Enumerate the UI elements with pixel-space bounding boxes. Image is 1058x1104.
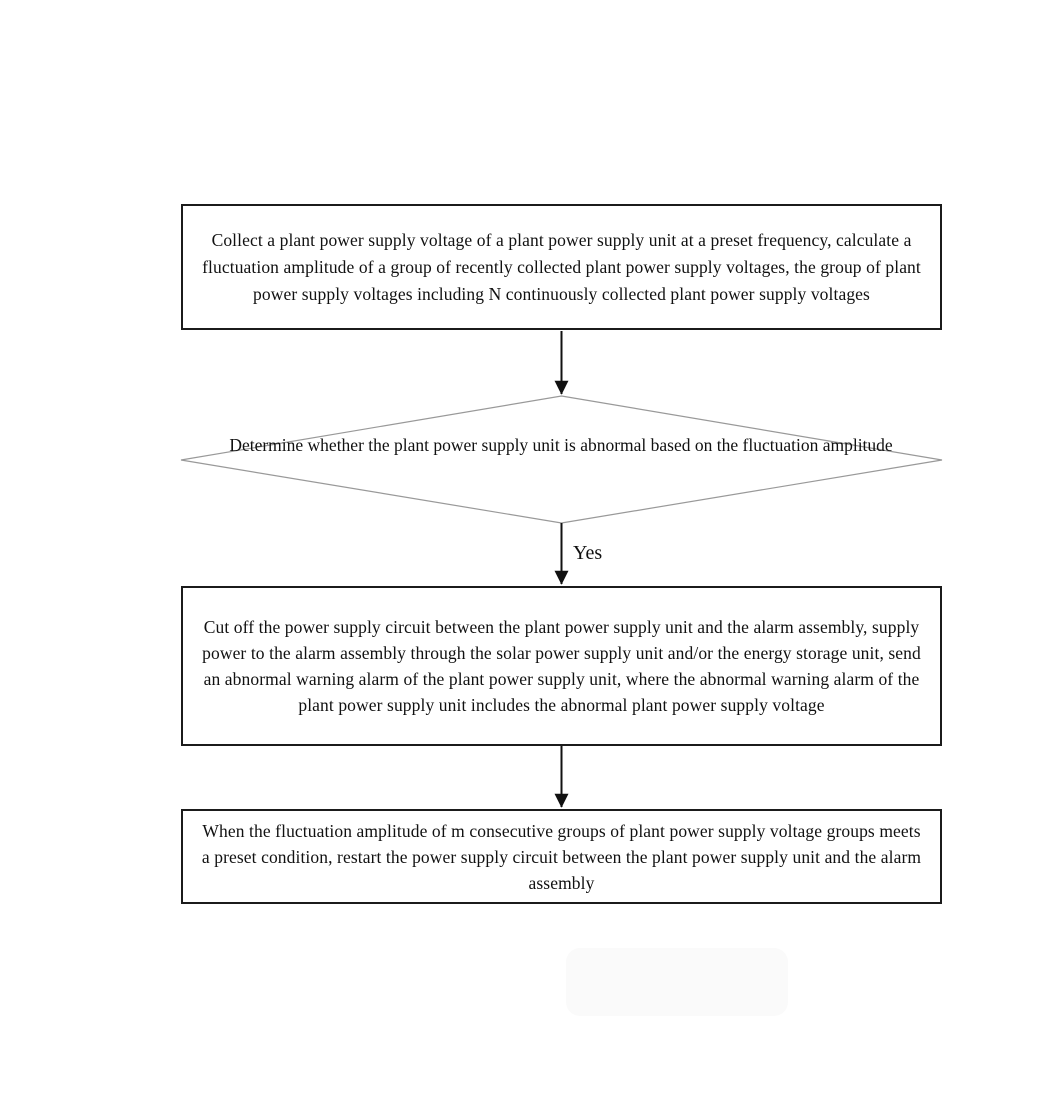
process-box-cut-off-circuit: Cut off the power supply circuit between… [181, 586, 942, 746]
process-box-cut-off-circuit-text: Cut off the power supply circuit between… [202, 617, 921, 715]
process-box-restart-circuit: When the fluctuation amplitude of m cons… [181, 809, 942, 904]
process-box-collect-voltage-text: Collect a plant power supply voltage of … [202, 229, 921, 304]
faint-watermark-patch [566, 948, 788, 1016]
decision-diamond-text: Determine whether the plant power supply… [229, 435, 893, 455]
process-box-collect-voltage: Collect a plant power supply voltage of … [181, 204, 942, 330]
process-box-restart-circuit-text: When the fluctuation amplitude of m cons… [201, 820, 922, 893]
yes-branch-label: Yes [573, 542, 603, 564]
